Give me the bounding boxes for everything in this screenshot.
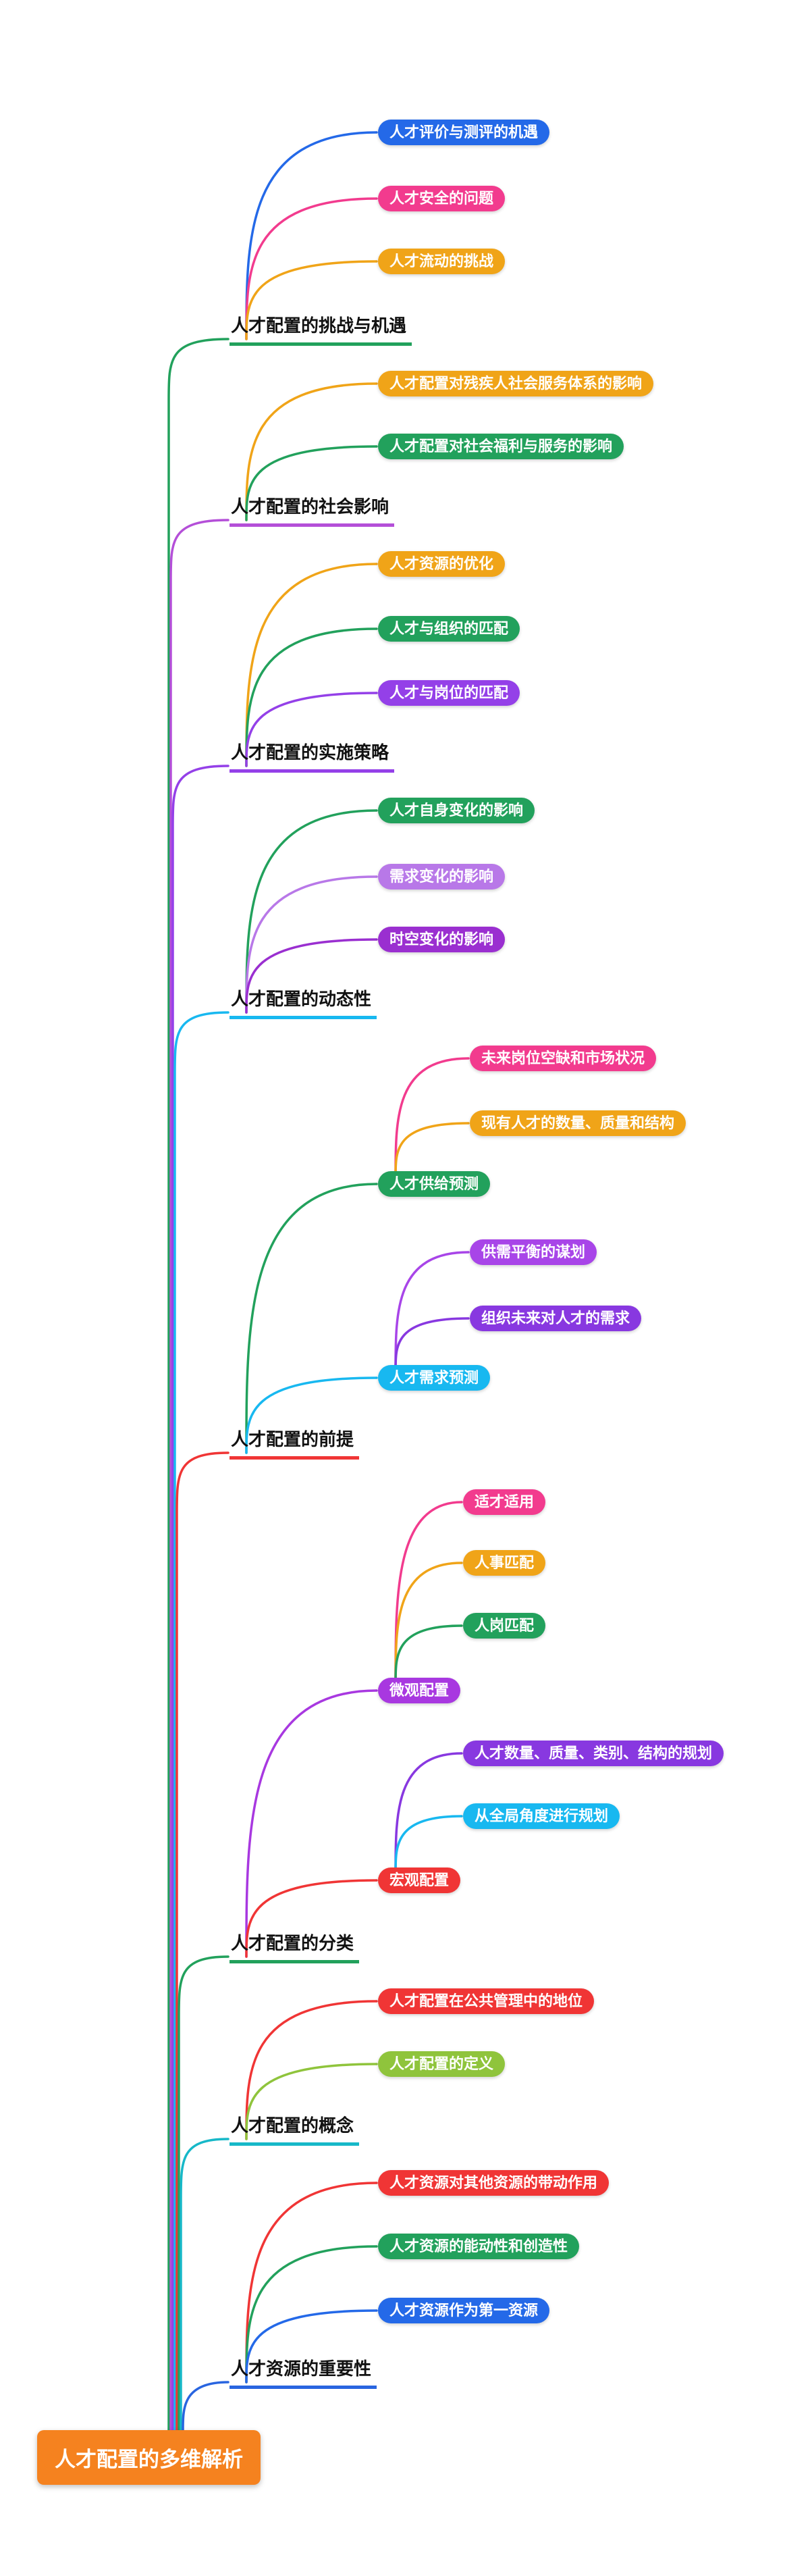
branch-label-dynamics[interactable]: 人才配置的动态性 bbox=[230, 985, 377, 1019]
node-public-management-status[interactable]: 人才配置在公共管理中的地位 bbox=[378, 1988, 595, 2014]
node-initiative-creativity[interactable]: 人才资源的能动性和创造性 bbox=[378, 2234, 580, 2259]
connector-organization-match bbox=[245, 627, 378, 767]
node-future-vacancy-market[interactable]: 未来岗位空缺和市场状况 bbox=[470, 1046, 657, 1071]
connector-trunk-classification bbox=[178, 1955, 230, 2431]
connector-spacetime-change bbox=[245, 938, 378, 1014]
connector-demand-forecast bbox=[245, 1376, 378, 1454]
connector-trunk-social-impact bbox=[169, 519, 230, 2431]
node-talent-supply-forecast[interactable]: 人才供给预测 bbox=[378, 1171, 491, 1197]
connector-first-resource bbox=[245, 2309, 378, 2384]
connector-person-post-match bbox=[394, 1624, 463, 1684]
node-talent-resource-optimization[interactable]: 人才资源的优化 bbox=[378, 551, 506, 577]
node-first-resource[interactable]: 人才资源作为第一资源 bbox=[378, 2298, 550, 2323]
node-org-future-talent-demand[interactable]: 组织未来对人才的需求 bbox=[470, 1306, 642, 1331]
connector-initiative-creativity bbox=[245, 2245, 378, 2384]
branch-label-concept[interactable]: 人才配置的概念 bbox=[230, 2112, 360, 2146]
connector-balance-plan bbox=[394, 1251, 470, 1372]
connector-trunk-importance bbox=[182, 2381, 230, 2431]
branch-label-implementation-strategy[interactable]: 人才配置的实施策略 bbox=[230, 739, 395, 773]
node-supply-demand-balance-plan[interactable]: 供需平衡的谋划 bbox=[470, 1239, 597, 1265]
connector-trunk-concept bbox=[180, 2138, 230, 2431]
branch-label-prerequisites[interactable]: 人才配置的前提 bbox=[230, 1426, 360, 1460]
node-micro-allocation[interactable]: 微观配置 bbox=[378, 1678, 461, 1703]
connector-definition bbox=[245, 2063, 378, 2140]
node-talent-demand-forecast[interactable]: 人才需求预测 bbox=[378, 1365, 491, 1391]
node-quantity-quality-structure-planning[interactable]: 人才数量、质量、类别、结构的规划 bbox=[463, 1741, 724, 1766]
connector-org-future-demand bbox=[394, 1317, 470, 1372]
connector-right-talent bbox=[394, 1501, 463, 1684]
node-personnel-match[interactable]: 人事匹配 bbox=[463, 1550, 546, 1576]
connector-global-planning bbox=[394, 1815, 463, 1874]
connector-public-management-status bbox=[245, 2000, 378, 2140]
root-node[interactable]: 人才配置的多维解析 bbox=[37, 2430, 261, 2485]
branch-label-challenges-opportunities[interactable]: 人才配置的挑战与机遇 bbox=[230, 312, 412, 346]
node-spacetime-change-impact[interactable]: 时空变化的影响 bbox=[378, 927, 506, 952]
node-talent-self-change-impact[interactable]: 人才自身变化的影响 bbox=[378, 798, 535, 823]
connector-trunk-prerequisites bbox=[176, 1451, 230, 2431]
node-evaluation-assessment-opportunity[interactable]: 人才评价与测评的机遇 bbox=[378, 120, 550, 145]
connector-trunk-strategy bbox=[171, 765, 230, 2431]
connector-trunk-dynamics bbox=[173, 1011, 230, 2431]
node-global-perspective-planning[interactable]: 从全局角度进行规划 bbox=[463, 1803, 620, 1829]
connector-quantity-planning bbox=[394, 1752, 463, 1874]
node-driving-other-resources[interactable]: 人才资源对其他资源的带动作用 bbox=[378, 2170, 610, 2196]
node-demand-change-impact[interactable]: 需求变化的影响 bbox=[378, 864, 506, 890]
connector-disabled-services bbox=[245, 382, 378, 521]
node-existing-talent-structure[interactable]: 现有人才的数量、质量和结构 bbox=[470, 1110, 686, 1136]
connector-demand-change bbox=[245, 875, 378, 1014]
branch-label-social-impact[interactable]: 人才配置的社会影响 bbox=[230, 493, 395, 527]
node-talent-security-issue[interactable]: 人才安全的问题 bbox=[378, 186, 506, 211]
connector-future-vacancy bbox=[394, 1057, 470, 1178]
connector-existing-talent bbox=[394, 1122, 470, 1178]
node-talent-organization-match[interactable]: 人才与组织的匹配 bbox=[378, 616, 520, 642]
connector-self-change bbox=[245, 809, 378, 1014]
connector-personnel-match bbox=[394, 1562, 463, 1684]
connector-position-match bbox=[245, 692, 378, 767]
connector-trunk-challenges bbox=[167, 338, 230, 2431]
node-macro-allocation[interactable]: 宏观配置 bbox=[378, 1867, 461, 1893]
node-talent-mobility-challenge[interactable]: 人才流动的挑战 bbox=[378, 249, 506, 274]
node-right-talent-right-use[interactable]: 适才适用 bbox=[463, 1489, 546, 1515]
connector-welfare-services bbox=[245, 445, 378, 521]
branch-label-importance[interactable]: 人才资源的重要性 bbox=[230, 2355, 377, 2389]
node-person-post-match[interactable]: 人岗匹配 bbox=[463, 1613, 546, 1639]
node-allocation-definition[interactable]: 人才配置的定义 bbox=[378, 2051, 506, 2077]
connector-security-issue bbox=[245, 197, 378, 340]
node-social-welfare-services-impact[interactable]: 人才配置对社会福利与服务的影响 bbox=[378, 434, 624, 459]
branch-label-classification[interactable]: 人才配置的分类 bbox=[230, 1930, 360, 1963]
connector-macro-allocation bbox=[245, 1879, 378, 1958]
connector-micro-allocation bbox=[245, 1689, 378, 1958]
node-disabled-social-services-impact[interactable]: 人才配置对残疾人社会服务体系的影响 bbox=[378, 371, 654, 396]
connector-mobility-challenge bbox=[245, 260, 378, 340]
node-talent-position-match[interactable]: 人才与岗位的匹配 bbox=[378, 680, 520, 706]
connector-supply-forecast bbox=[245, 1183, 378, 1454]
